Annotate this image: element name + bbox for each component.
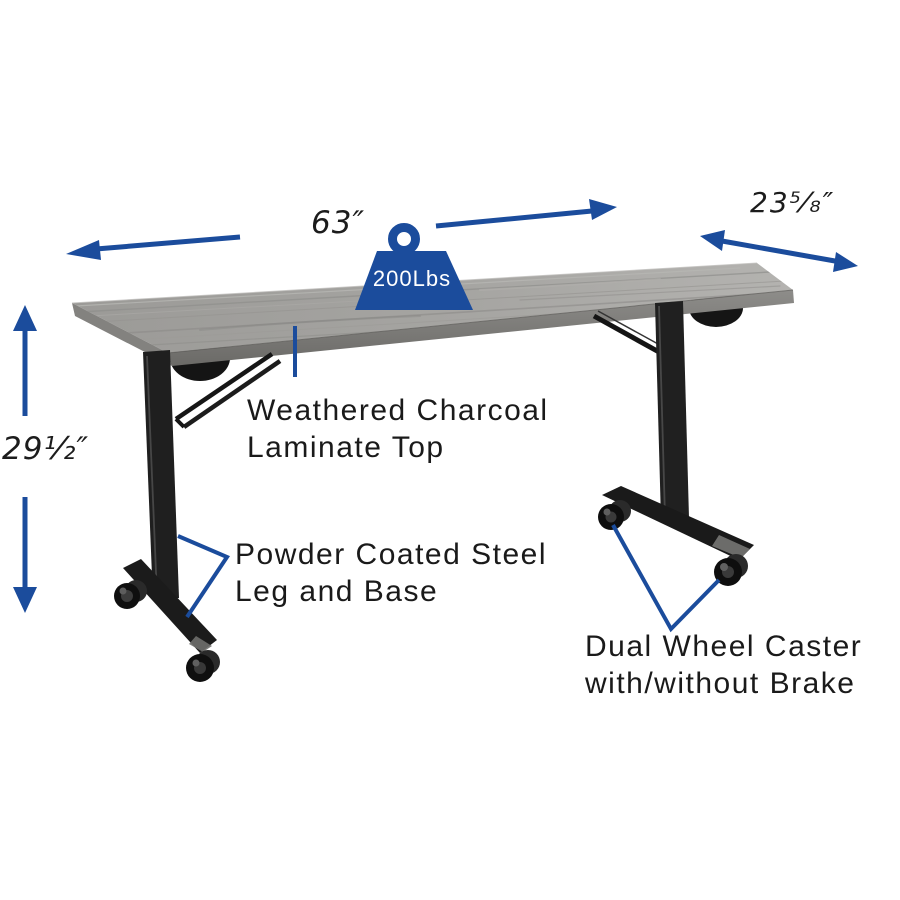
callout-caster: Dual Wheel Caster with/without Brake bbox=[585, 628, 862, 702]
table-top-front-edge bbox=[168, 290, 794, 366]
callout-line: Dual Wheel Caster bbox=[585, 630, 863, 663]
height-arrow bbox=[13, 305, 37, 613]
callout-line: Leg and Base bbox=[235, 575, 439, 608]
weight-capacity-icon bbox=[355, 223, 473, 310]
callout-laminate-top: Weathered Charcoal Laminate Top bbox=[247, 392, 549, 466]
pointer-caster bbox=[611, 524, 721, 633]
leg-base bbox=[123, 559, 217, 653]
weight-capacity-label: 200Lbs bbox=[372, 266, 452, 291]
folding-strut bbox=[592, 313, 670, 360]
folding-strut bbox=[182, 359, 282, 429]
callout-line: Weathered Charcoal bbox=[247, 394, 549, 427]
callout-line: Powder Coated Steel bbox=[235, 538, 548, 571]
dimension-height-label: 29¹⁄₂″ bbox=[2, 431, 90, 467]
dimension-width-label: 63″ bbox=[311, 205, 366, 241]
folding-strut bbox=[174, 352, 274, 421]
leg-column bbox=[143, 350, 179, 601]
callout-steel-leg: Powder Coated Steel Leg and Base bbox=[235, 536, 547, 610]
caster-wheel bbox=[114, 580, 147, 609]
width-arrow bbox=[66, 199, 617, 260]
caster-wheel bbox=[598, 500, 631, 530]
caster-wheel bbox=[186, 650, 220, 682]
table-leg-left bbox=[114, 350, 282, 682]
callout-line: Laminate Top bbox=[247, 431, 445, 464]
dimension-depth-label: 23⁵⁄₈″ bbox=[750, 186, 836, 219]
table-top-left-edge bbox=[72, 303, 172, 366]
table-leg-right bbox=[592, 301, 754, 586]
callout-line: with/without Brake bbox=[585, 667, 856, 700]
depth-arrow bbox=[700, 230, 858, 272]
pointer-steel-leg bbox=[177, 534, 230, 619]
caster-wheel bbox=[714, 554, 748, 586]
